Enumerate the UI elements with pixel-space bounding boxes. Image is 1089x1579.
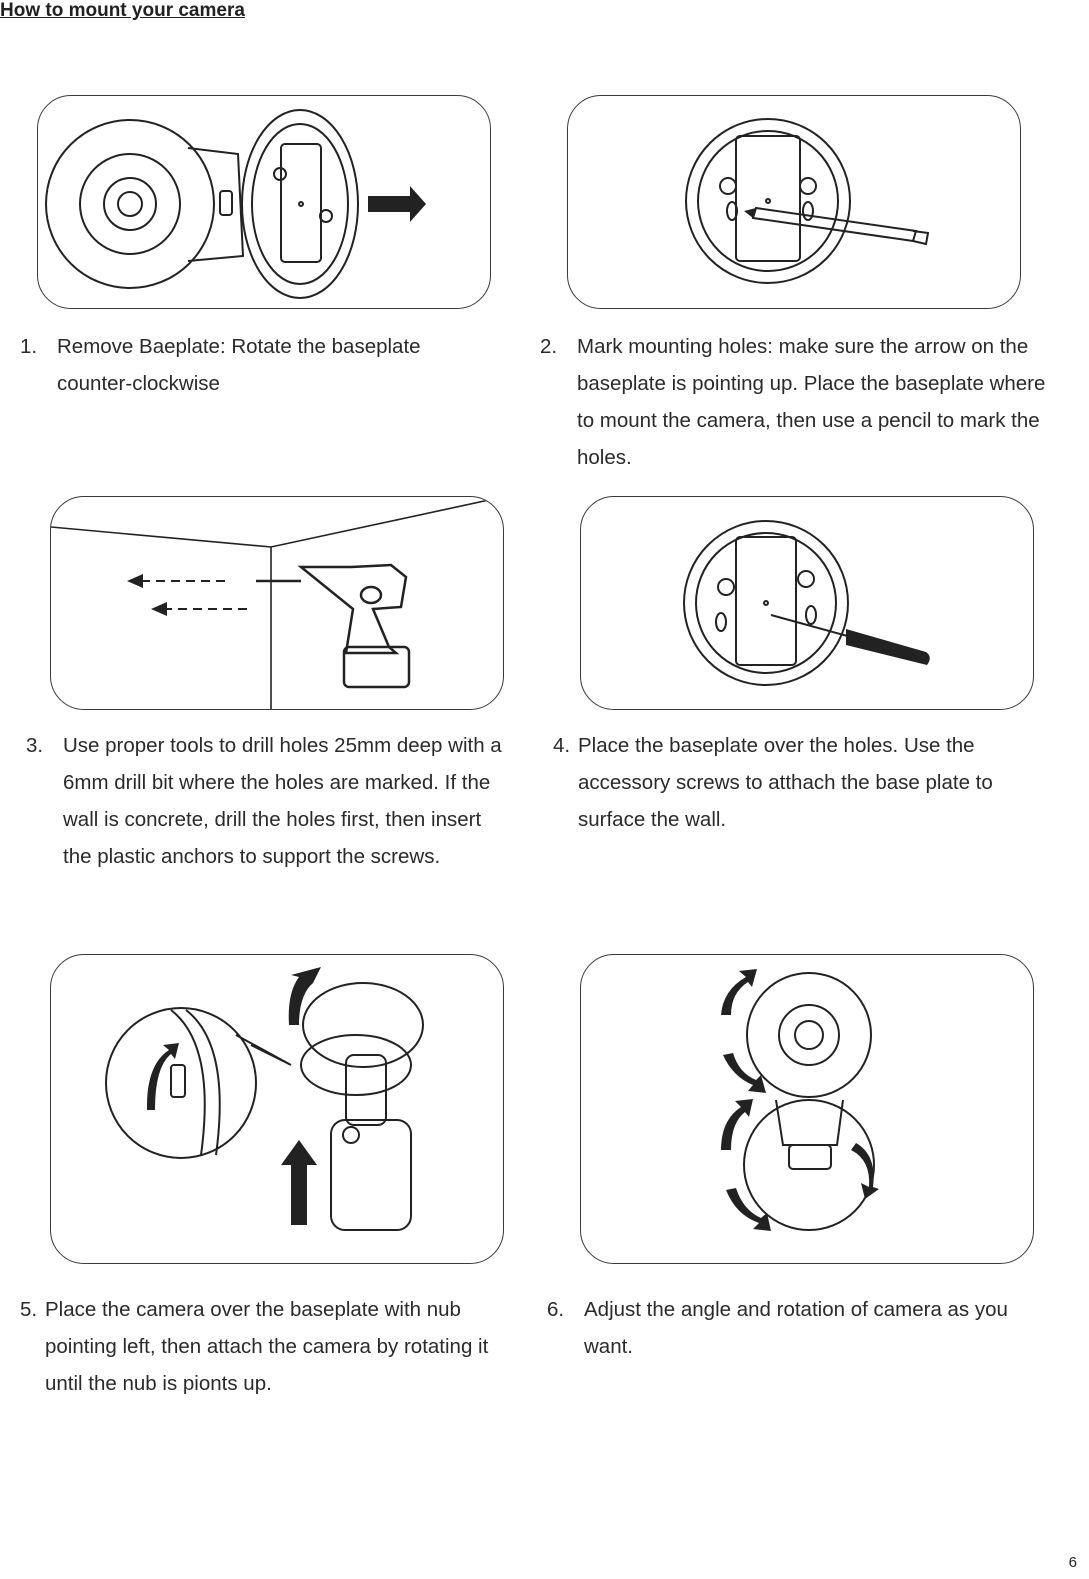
step-text: Adjust the angle and rotation of camera …	[584, 1298, 1008, 1358]
adjust-camera-drawing	[721, 969, 879, 1231]
page-number: 6	[1068, 1554, 1077, 1571]
step-number: 4.	[553, 734, 571, 757]
step-6-caption: 6. Adjust the angle and rotation of came…	[547, 1291, 1027, 1365]
step-text: Place the baseplate over the holes. Use …	[578, 734, 993, 831]
step-number: 6.	[547, 1298, 565, 1321]
step-4-illustration	[580, 496, 1034, 710]
step-3-caption: 3. Use proper tools to drill holes 25mm …	[26, 727, 511, 875]
step-5-caption: 5. Place the camera over the baseplate w…	[20, 1291, 515, 1402]
page-title: How to mount your camera	[0, 0, 245, 21]
drill-wall-drawing	[51, 497, 503, 709]
step-text: Place the camera over the baseplate with…	[45, 1298, 489, 1395]
step-number: 3.	[26, 734, 44, 757]
step-2-illustration	[567, 95, 1021, 309]
baseplate-pencil-drawing	[685, 118, 930, 284]
camera-baseplate-rotate-drawing	[45, 109, 426, 299]
step-4-caption: 4. Place the baseplate over the holes. U…	[553, 727, 1053, 838]
step-number: 1.	[20, 335, 38, 358]
step-text: Use proper tools to drill holes 25mm dee…	[63, 734, 502, 868]
step-1-illustration	[37, 95, 491, 309]
step-2-caption: 2. Mark mounting holes: make sure the ar…	[540, 328, 1068, 476]
step-1-caption: 1. Remove Baeplate: Rotate the baseplate…	[20, 328, 490, 402]
baseplate-screwdriver-drawing	[683, 520, 930, 686]
step-number: 5.	[20, 1298, 38, 1321]
attach-camera-drawing	[105, 967, 424, 1231]
step-text: Remove Baeplate: Rotate the baseplate co…	[57, 335, 421, 395]
step-number: 2.	[540, 335, 558, 358]
step-6-illustration	[580, 954, 1034, 1264]
step-text: Mark mounting holes: make sure the arrow…	[577, 335, 1046, 469]
step-3-illustration	[50, 496, 504, 710]
step-5-illustration	[50, 954, 504, 1264]
